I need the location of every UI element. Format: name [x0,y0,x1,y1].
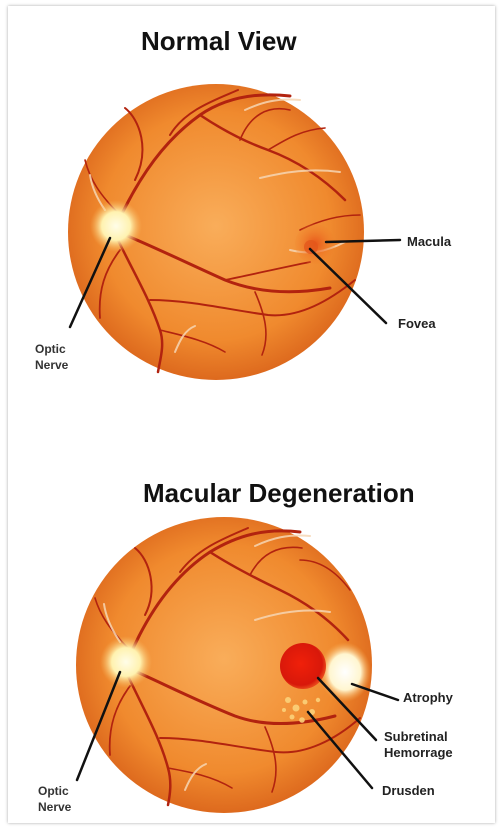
subretinal-hemorrhage [280,643,326,689]
optic-disc-degenerated [100,636,152,688]
title-normal-view: Normal View [141,26,297,57]
label-optic-nerve-bottom-line2: Nerve [38,799,71,815]
fovea-normal [304,240,318,254]
label-fovea: Fovea [398,316,436,332]
normal-retina [68,84,364,380]
label-hemorrhage-line2: Hemorrage [384,745,453,761]
label-macula: Macula [407,234,451,250]
title-macular-degeneration: Macular Degeneration [143,478,415,509]
label-atrophy: Atrophy [403,690,453,706]
label-optic-nerve-top-line2: Nerve [35,357,68,373]
label-hemorrhage-line1: Subretinal [384,729,448,745]
label-drusden: Drusden [382,783,435,799]
degenerated-retina [76,517,372,813]
label-optic-nerve-top-line1: Optic [35,341,66,357]
atrophy-patch [319,642,371,702]
label-optic-nerve-bottom-line1: Optic [38,783,69,799]
optic-disc-normal [90,200,142,252]
